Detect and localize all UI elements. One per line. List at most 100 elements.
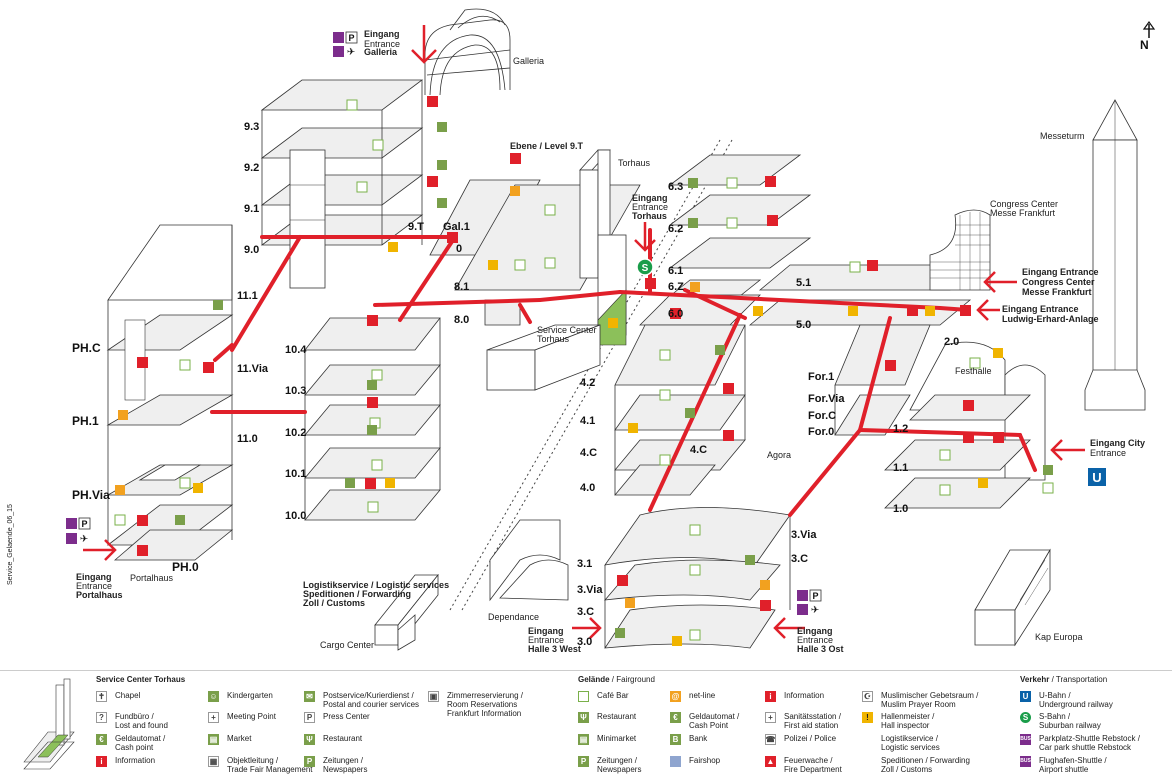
svg-text:P: P — [348, 33, 354, 43]
entrance-halle3ost-line1: Eingang — [797, 626, 833, 636]
svg-text:U: U — [1092, 470, 1101, 485]
chapel-icon: ✝ — [96, 691, 107, 702]
legend-item-label: Minimarket — [597, 734, 637, 743]
legend-item: €Geldautomat /Cash Point — [670, 712, 804, 730]
legend-item-label: Information — [115, 756, 156, 765]
entrance-portalhaus-line2: Entrance — [76, 581, 113, 591]
legend-item: ✉Postservice/Kurierdienst /Postal and co… — [304, 691, 438, 709]
kap-europa-building — [974, 548, 1051, 647]
cash-point-icon: € — [96, 734, 107, 745]
entrance-torhaus-line3: Torhaus — [632, 211, 667, 221]
level-label: 0 — [456, 243, 463, 255]
level-label: 3.C — [791, 553, 809, 565]
entrance-halle3ost-line2: Entrance — [797, 635, 834, 645]
airport-shuttle-icon: BUS — [1020, 756, 1031, 767]
entrance-congress-line3: Messe Frankfurt — [1022, 287, 1092, 297]
legend-item-label: Zeitungen /Newspapers — [597, 756, 642, 774]
level-label: 1.1 — [893, 462, 909, 474]
legend-item: Café Bar — [578, 691, 712, 702]
newspapers-icon: P — [304, 756, 315, 767]
level-label: 1.0 — [893, 503, 909, 515]
legend-item-label: Sanitätsstation /First aid station — [784, 712, 841, 730]
information-icon — [137, 96, 1004, 611]
congress-center-building — [929, 209, 991, 291]
legend-item-label: Geldautomat /Cash point — [115, 734, 166, 752]
legend-item-label: Geldautomat /Cash Point — [689, 712, 740, 730]
legend-item: Logistikservice /Logistic services — [862, 734, 996, 752]
torhaus-legend-illustration — [23, 678, 75, 770]
forum-building — [834, 324, 931, 436]
legend-item-label: Bank — [689, 734, 708, 743]
legend-item: +Meeting Point — [208, 712, 342, 723]
newspapers-icon: P — [578, 756, 589, 767]
level-label: 4.C — [690, 444, 708, 456]
hall-inspector-icon — [193, 242, 1003, 646]
legend-item: ☎Polizei / Police — [765, 734, 899, 745]
level-label: 11.0 — [237, 433, 258, 445]
building-torhaus: Torhaus — [618, 158, 651, 168]
level-label: 3.1 — [577, 558, 593, 570]
entrance-galleria-line1: Eingang — [364, 29, 400, 39]
building-congress-line1: Congress Center — [990, 199, 1059, 209]
hall-3-building — [604, 507, 791, 649]
police-icon: ☎ — [765, 734, 776, 745]
level-label: 11.Via — [237, 363, 268, 375]
level-label: 5.1 — [796, 277, 812, 289]
galleria-arch — [424, 8, 511, 96]
logistik-line2: Speditionen / Forwarding — [303, 589, 411, 599]
legend-item: ▲Feuerwache /Fire Department — [765, 756, 899, 774]
legend-item: ▤Minimarket — [578, 734, 712, 745]
legend-item-label: Information — [784, 691, 825, 700]
level-label: 10.0 — [285, 510, 307, 522]
entrance-portalhaus-line3: Portalhaus — [76, 590, 123, 600]
entrance-torhaus-line2: Entrance — [632, 202, 669, 212]
legend-item: Ψ Restaurant — [578, 712, 712, 723]
entrance-ludwig-line2: Ludwig-Erhard-Anlage — [1002, 314, 1099, 324]
level-label: 3.0 — [577, 636, 593, 648]
legend-item-label: Market — [227, 734, 252, 743]
legend-item: +Sanitätsstation /First aid station — [765, 712, 899, 730]
level-label: 3.Via — [791, 529, 817, 541]
legend-item: !Hallenmeister /Hall inspector — [862, 712, 996, 730]
fairshop-icon — [670, 756, 681, 767]
net-line-icon — [115, 186, 770, 608]
level-label: 3.Via — [577, 584, 603, 596]
level-label: 8.1 — [454, 281, 470, 293]
legend-item-label: Feuerwache /Fire Department — [784, 756, 842, 774]
legend-item: € Geldautomat /Cash point — [96, 734, 230, 752]
legend-item-label: Restaurant — [323, 734, 363, 743]
building-galleria: Galleria — [513, 56, 545, 66]
svg-text:S: S — [642, 263, 649, 274]
north-label: N — [1140, 38, 1149, 52]
entrance-congress-line1: Eingang Entrance — [1022, 267, 1099, 277]
level-label: 6.0 — [668, 308, 684, 320]
level-label: 10.3 — [285, 385, 307, 397]
level-label: PH.0 — [172, 560, 199, 574]
legend-item-label: net-line — [689, 691, 716, 700]
cargo-center-building — [374, 573, 439, 651]
legend-item-label: Postservice/Kurierdienst /Postal and cou… — [323, 691, 420, 709]
building-cargo: Cargo Center — [320, 640, 375, 650]
restaurant-icon: Ψ — [578, 712, 589, 723]
torhaus-tower — [579, 149, 627, 346]
level-label: 11.1 — [237, 290, 258, 302]
legend-item: ?Fundbüro /Lost and found — [96, 712, 230, 730]
legend-item-label: Press Center — [323, 712, 370, 721]
legend-spacer — [862, 756, 873, 767]
legend-item: @net-line — [670, 691, 804, 702]
building-kap-europa: Kap Europa — [1035, 632, 1083, 642]
market-icon: ▤ — [208, 734, 219, 745]
s-bahn-station-icon: S — [636, 258, 654, 276]
level-label: 4.1 — [580, 415, 596, 427]
svg-text:✈: ✈ — [80, 534, 88, 545]
u-bahn-station-icon: U — [1088, 468, 1106, 486]
svg-text:P: P — [812, 591, 818, 601]
entrance-arrow-icon — [83, 25, 1085, 639]
building-service-center-line1: Service Center — [537, 325, 597, 335]
level-label: PH.Via — [72, 488, 110, 502]
legend-item-label: Restaurant — [597, 712, 637, 721]
level-label: Gal.1 — [443, 221, 470, 233]
level-label: For.1 — [808, 371, 835, 383]
